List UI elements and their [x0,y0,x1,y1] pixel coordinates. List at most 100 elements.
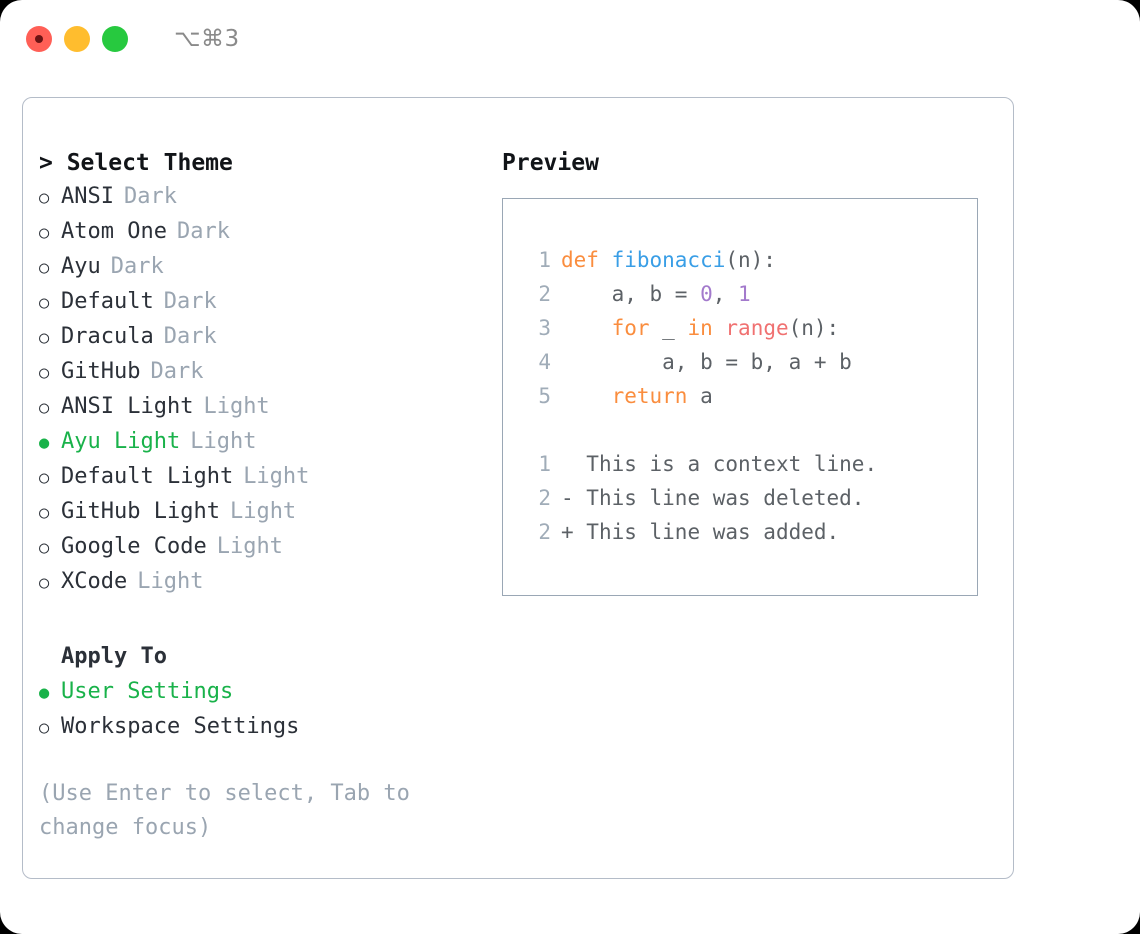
close-button[interactable] [26,26,52,52]
token-plain: a [687,384,713,408]
token-plain [561,316,612,340]
code-text: a, b = b, a + b [561,345,852,379]
diff-text: - This line was deleted. [561,481,864,515]
code-line: 2 a, b = 0, 1 [517,277,977,311]
diff-content: This line was deleted. [573,486,865,510]
radio-unselected-icon[interactable]: ○ [39,398,50,418]
code-spacer [517,413,977,447]
diff-text: This is a context line. [561,447,877,481]
apply-to-label: Apply To [61,644,167,669]
radio-unselected-icon[interactable]: ○ [39,538,50,558]
apply-to-item[interactable]: ○ Workspace Settings [39,710,479,745]
diff-sign: + [561,520,574,544]
radio-unselected-icon[interactable]: ○ [39,223,50,243]
token-plain: a, b = b, a + b [561,350,852,374]
radio-unselected-icon[interactable]: ○ [39,573,50,593]
theme-list-item[interactable]: ○ Atom One Dark [39,215,479,250]
line-number: 2 [538,486,551,510]
apply-to-marker-placeholder [39,641,61,675]
theme-list-item[interactable]: ○ Default Light Light [39,460,479,495]
diff-sign: - [561,486,574,510]
diff-text: + This line was added. [561,515,839,549]
line-number: 2 [538,520,551,544]
zoom-button[interactable] [102,26,128,52]
token-plain [561,384,612,408]
radio-selected-icon[interactable]: ● [39,683,50,703]
apply-to-item[interactable]: ● User Settings [39,675,479,710]
theme-variant-tag: Light [137,569,204,594]
token-kw: in [687,316,713,340]
theme-variant-tag: Light [203,394,270,419]
apply-to-option-label: Workspace Settings [61,714,300,739]
theme-name: Atom One [61,219,167,244]
apply-to-option-label: User Settings [61,679,234,704]
code-line: 4 a, b = b, a + b [517,345,977,379]
theme-name: Ayu [61,254,101,279]
theme-variant-tag: Dark [176,219,230,244]
radio-unselected-icon[interactable]: ○ [39,468,50,488]
radio-unselected-icon[interactable]: ○ [39,328,50,348]
theme-name: Dracula [61,324,154,349]
minimize-button[interactable] [64,26,90,52]
diff-content: This is a context line. [573,452,878,476]
theme-list-item[interactable]: ○ Default Dark [39,285,479,320]
token-plain: _ [649,316,688,340]
token-plain [713,316,726,340]
window-controls [26,26,128,52]
diff-line: 2 + This line was added. [517,515,977,549]
radio-selected-icon[interactable]: ● [39,433,50,453]
diff-line: 1 This is a context line. [517,447,977,481]
code-line: 5 return a [517,379,977,413]
code-text: def fibonacci(n): [561,243,776,277]
select-theme-heading: > Select Theme [39,150,233,176]
diff-sign [561,452,574,476]
radio-unselected-icon[interactable]: ○ [39,188,50,208]
theme-name: Google Code [61,534,207,559]
code-text: for _ in range(n): [561,311,840,345]
token-plain: (n): [788,316,840,340]
close-icon [35,35,43,43]
radio-unselected-icon[interactable]: ○ [39,363,50,383]
code-text: return a [561,379,713,413]
theme-name: GitHub [61,359,141,384]
theme-variant-tag: Light [229,499,297,524]
theme-variant-tag: Dark [110,254,164,279]
keyboard-shortcut-label: ⌥⌘3 [174,26,240,52]
line-number: 1 [538,452,551,476]
token-kw: def [561,248,612,272]
radio-unselected-icon[interactable]: ○ [39,503,50,523]
theme-name: Default [61,289,154,314]
theme-variant-tag: Light [243,464,310,489]
token-num: 0 [700,282,713,306]
code-text: a, b = 0, 1 [561,277,751,311]
apply-to-list[interactable]: ● User Settings ○ Workspace Settings [39,675,479,745]
token-kw: for [611,316,650,340]
diff-line: 2- This line was deleted. [517,481,977,515]
line-number: 5 [538,384,551,408]
radio-unselected-icon[interactable]: ○ [39,258,50,278]
theme-variant-tag: Dark [123,184,177,209]
keyboard-hint: (Use Enter to select, Tab to change focu… [39,781,424,840]
radio-unselected-icon[interactable]: ○ [39,293,50,313]
radio-unselected-icon[interactable]: ○ [39,718,50,738]
diff-sample: 1 This is a context line.2- This line wa… [517,447,977,549]
theme-name: XCode [61,569,128,594]
theme-list-item[interactable]: ○ Ayu Dark [39,250,479,285]
theme-list-item[interactable]: ○ XCode Light [39,565,479,600]
theme-variant-tag: Dark [163,289,217,314]
theme-name: Default Light [61,464,234,489]
token-fn: fibonacci [611,248,726,272]
